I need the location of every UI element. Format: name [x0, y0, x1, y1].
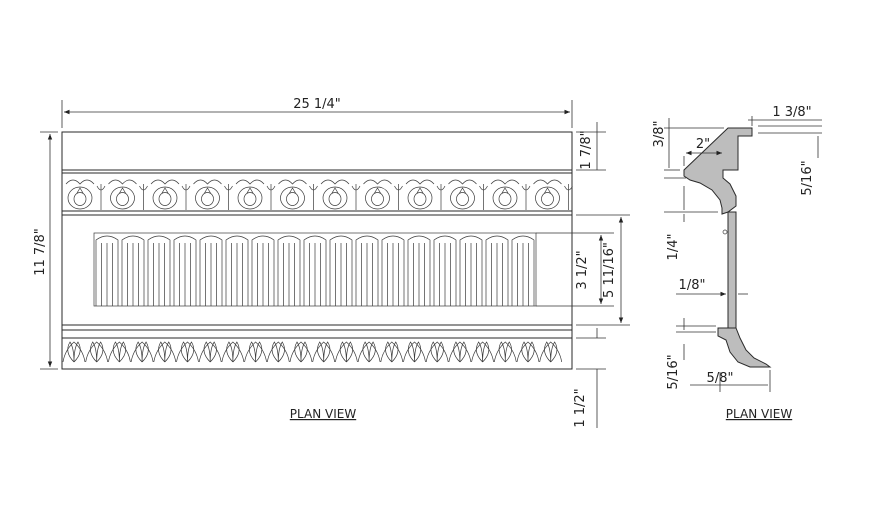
leaf-ornament [244, 341, 267, 363]
egg-ornament [490, 179, 531, 210]
flute [225, 235, 249, 306]
top-width-label: 1 3/8" [772, 105, 811, 120]
leaf-ornament [335, 341, 358, 363]
flute [199, 235, 223, 306]
left-plan-view: 25 1/4" 11 7/8" 1 7/8" 3 1/2" 5 11/16" 1… [33, 97, 630, 428]
top-band-label: 1 7/8" [579, 130, 594, 169]
top-step-label: 3/8" [652, 121, 667, 148]
leaf-ornament [448, 341, 472, 363]
fluted-panel [93, 232, 537, 307]
flute [173, 235, 197, 306]
egg-ornament [150, 179, 191, 210]
leaf-ornament [130, 341, 154, 363]
leaf-ornament [539, 341, 563, 363]
leaf-ornament [108, 341, 131, 363]
egg-ornament [363, 179, 403, 210]
bottom-band-label: 1 1/2" [573, 388, 588, 427]
leaf-ornament [85, 341, 109, 363]
leaf-ornament [312, 341, 336, 363]
flute [303, 235, 327, 306]
leaf-ornament-row [62, 341, 563, 363]
leaf-ornament [198, 341, 222, 363]
top-offset-label: 2" [696, 137, 710, 152]
leaf-ornament [357, 341, 381, 363]
leaf-ornament [153, 341, 177, 363]
flute [147, 235, 171, 306]
plan-view-caption-left: PLAN VIEW [290, 407, 357, 421]
flute [381, 235, 405, 306]
leaf-ornament [221, 341, 245, 363]
face-height-label: 1/4" [666, 234, 681, 261]
flute-panel-label: 3 1/2" [575, 250, 590, 289]
leaf-ornament [471, 341, 494, 363]
overall-width-label: 25 1/4" [293, 97, 341, 112]
egg-ornament [278, 179, 318, 210]
egg-ornament [108, 179, 148, 210]
leaf-ornament [516, 341, 540, 363]
molding-profile [683, 127, 753, 215]
flute [485, 235, 509, 306]
upper-height-label: 5/16" [800, 160, 815, 195]
flute [355, 235, 379, 306]
egg-ornament [65, 179, 106, 210]
bottom-height-label: 5/16" [666, 354, 681, 389]
face-thickness-label: 1/8" [679, 278, 706, 293]
panel-outline [61, 131, 573, 370]
flute [121, 235, 145, 306]
leaf-ornament [380, 341, 404, 363]
leaf-ornament [62, 341, 86, 363]
leaf-ornament [493, 341, 517, 363]
egg-ornament [193, 179, 233, 210]
egg-and-dart-ornament-row [65, 179, 573, 210]
egg-ornament [235, 179, 276, 210]
leaf-ornament [425, 341, 449, 363]
overall-height-label: 11 7/8" [33, 228, 48, 276]
flute [459, 235, 483, 306]
flute [433, 235, 457, 306]
flute [407, 235, 431, 306]
right-profile-section: 1 3/8" 3/8" 2" 5/16" 1/4" 1/8" 5/16" [652, 105, 822, 421]
flute [511, 235, 535, 306]
leaf-ornament [289, 341, 313, 363]
flute [251, 235, 275, 306]
middle-zone-label: 5 11/16" [602, 242, 617, 298]
flute [329, 235, 353, 306]
plan-view-caption-right: PLAN VIEW [726, 407, 793, 421]
leaf-ornament [266, 341, 290, 363]
face-strip [727, 211, 737, 331]
egg-ornament [320, 179, 361, 210]
flute [277, 235, 301, 306]
leaf-ornament [403, 341, 426, 363]
egg-ornament [448, 179, 488, 210]
egg-ornament [533, 179, 573, 210]
base-profile [717, 327, 772, 368]
leaf-ornament [176, 341, 199, 363]
flute [95, 235, 119, 306]
bottom-width-label: 5/8" [707, 371, 734, 386]
egg-ornament [405, 179, 446, 210]
